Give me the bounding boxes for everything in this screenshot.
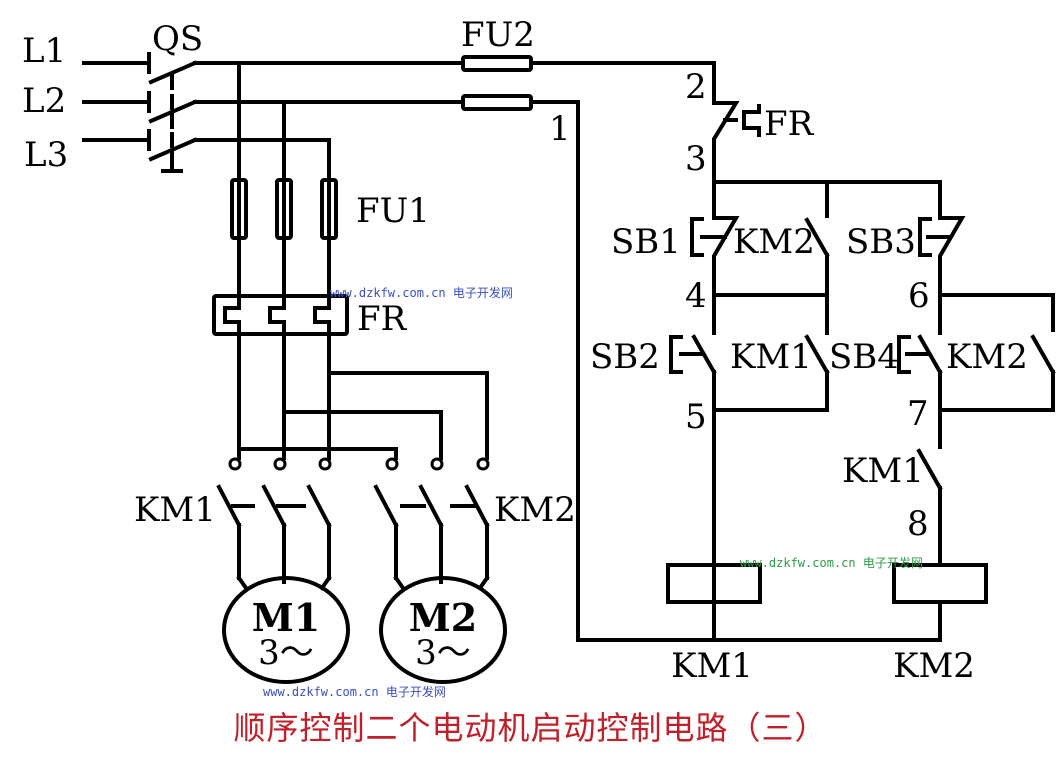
label-node-2: 2 [685, 67, 707, 107]
motor-feed-wiring [237, 332, 489, 460]
label-KM1-main: KM1 [134, 490, 216, 530]
label-QS: QS [152, 19, 203, 59]
label-L3: L3 [24, 135, 68, 175]
label-node-5: 5 [685, 397, 707, 437]
fu2-fuses: FU2 [461, 15, 535, 111]
fr-nc-contact: FR [712, 100, 815, 184]
label-node-3: 3 [685, 139, 707, 179]
label-node-1: 1 [549, 109, 571, 149]
qs-switch [147, 52, 198, 173]
watermark: www.dzkfw.com.cn 电子开发网 [263, 684, 446, 699]
km2-hold-contact: KM2 [938, 334, 1056, 412]
label-L1: L1 [22, 31, 66, 71]
label-FU1: FU1 [356, 191, 430, 231]
label-node-4: 4 [685, 276, 707, 316]
sb1-stop-button: SB1 [611, 180, 740, 298]
label-node-7: 7 [907, 394, 929, 434]
label-SB4: SB4 [829, 337, 899, 377]
km2-main-contacts: KM2 [373, 457, 576, 580]
km1-main-contacts: KM1 [134, 457, 332, 580]
label-M2-phase: 3～ [415, 633, 471, 673]
label-M2: M2 [409, 595, 478, 640]
watermark: www.dzkfw.com.cn 电子开发网 [740, 555, 923, 570]
control-wiring: 1 2 3 [529, 61, 716, 642]
label-KM2-main: KM2 [494, 490, 576, 530]
label-SB2: SB2 [590, 337, 660, 377]
label-node-8: 8 [907, 504, 929, 544]
watermark: www.dzkfw.com.cn 电子开发网 [330, 285, 513, 300]
sb3-stop-button: SB3 [846, 216, 966, 297]
sb4-start-button: SB4 [829, 293, 943, 449]
label-KM2-hold: KM2 [946, 337, 1028, 377]
label-SB1: SB1 [611, 222, 681, 262]
km2-interlock-contact: KM2 [733, 217, 830, 298]
motor-M2: M2 3～ [379, 575, 507, 684]
label-KM2-coil: KM2 [893, 646, 975, 686]
label-L2: L2 [22, 81, 66, 121]
fu1-fuses: FU1 [230, 178, 430, 240]
motor-M1: M1 3～ [222, 575, 350, 684]
label-M1-phase: 3～ [258, 633, 314, 673]
label-KM1-coil: KM1 [671, 646, 753, 686]
fr-thermal-relay: FR [212, 294, 408, 339]
label-FU2: FU2 [461, 15, 535, 55]
label-M1: M1 [252, 595, 321, 640]
label-KM2-interlock: KM2 [733, 222, 815, 262]
sb2-start-button: SB2 [590, 293, 717, 642]
supply-lines: L1 L2 L3 QS [22, 19, 203, 175]
km1-sequence-contact: KM1 [842, 448, 943, 567]
label-FR-main: FR [357, 299, 408, 339]
diagram-title: 顺序控制二个电动机启动控制电路（三） [233, 709, 828, 747]
label-KM1-seq: KM1 [842, 451, 924, 491]
label-KM1-hold: KM1 [730, 337, 812, 377]
label-node-6: 6 [908, 276, 930, 316]
main-bus [193, 61, 465, 182]
label-FR-ctrl: FR [764, 104, 815, 144]
label-SB3: SB3 [846, 222, 916, 262]
km1-hold-contact: KM1 [712, 293, 830, 412]
